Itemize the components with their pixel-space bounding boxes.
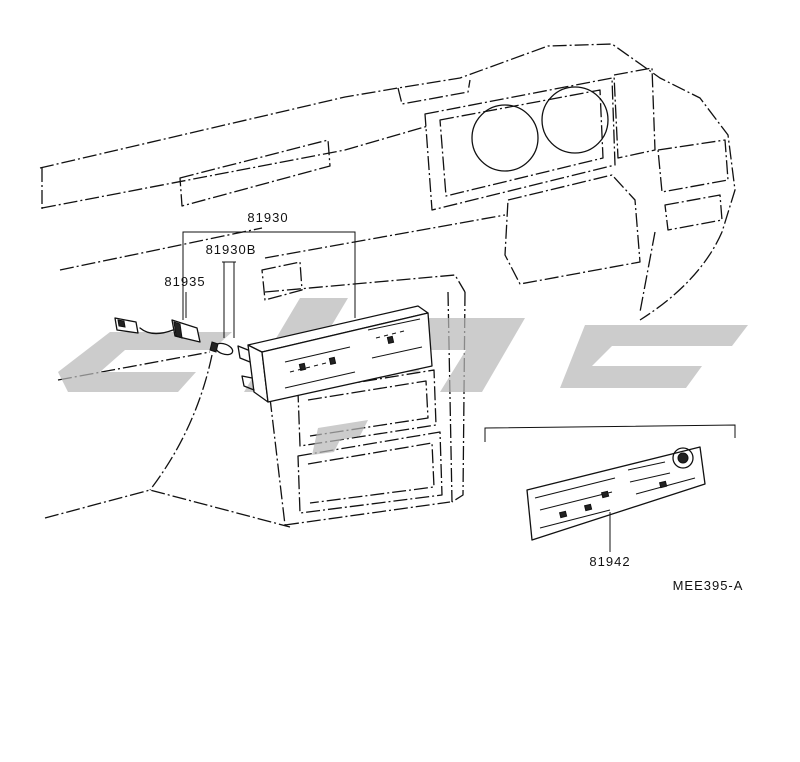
panel-plate-line-2 [539, 491, 613, 511]
center-lower-panel [504, 174, 641, 285]
panel-plate-line-3 [627, 461, 666, 471]
cluster-inner-frame [439, 89, 604, 197]
control-assembly [237, 305, 433, 403]
figure-code: MEE395-A [673, 578, 744, 593]
label-socket: 81935 [164, 274, 205, 289]
control-knob-2 [328, 356, 337, 365]
console-box-lower-inner [307, 442, 435, 504]
dash-hood [397, 79, 471, 105]
console-box-upper [297, 369, 437, 447]
control-mount-tab [237, 345, 251, 363]
socket [114, 317, 201, 343]
control-slider-track-2 [367, 318, 421, 331]
socket-wire [139, 327, 174, 335]
dash-top-edge [39, 43, 736, 233]
panel-plate-symbol-3 [600, 490, 610, 499]
label-panel-plate: 81942 [589, 554, 630, 569]
control-knob-1 [298, 362, 307, 371]
dash-mid-line [59, 227, 263, 271]
dash-bottom-edge [44, 489, 291, 528]
panel-plate [526, 446, 706, 541]
watermark-shape-5 [312, 420, 368, 455]
socket-cap [173, 321, 183, 339]
left-vent [179, 139, 331, 207]
dash-mid-line-2 [264, 214, 506, 259]
cluster-frame [424, 77, 616, 211]
right-vent-lower [664, 194, 723, 231]
wire-connector-tab [117, 319, 126, 328]
label-control-assembly: 81930 [247, 210, 288, 225]
right-vent-upper [613, 67, 656, 159]
control-mount-tab-2 [241, 375, 255, 391]
dash-right-vertical [639, 231, 656, 313]
right-vent-side [657, 139, 729, 193]
panel-plate-line-4 [629, 472, 671, 483]
panel-plate-knob-ring [672, 447, 694, 469]
label-bulb: 81930B [206, 242, 257, 257]
console-bottom [284, 501, 451, 526]
control-knob-3 [386, 335, 395, 344]
dash-right-lower [639, 231, 723, 321]
panel-plate-outline [526, 446, 706, 541]
bracket-81942 [484, 424, 736, 442]
bulb [209, 341, 234, 356]
console-box-upper-inner [307, 380, 429, 437]
leader-lines [182, 231, 736, 552]
control-front-face [261, 312, 433, 403]
watermark-shape-4 [560, 325, 748, 388]
control-slider-track-1 [284, 346, 351, 363]
console-box-lower [297, 431, 443, 514]
control-slider-track-3 [371, 346, 423, 359]
glove-edge [149, 354, 213, 491]
control-marks-1 [289, 362, 327, 373]
panel-plate-line-5 [539, 509, 611, 529]
watermark-shape-1 [58, 332, 232, 392]
gauge-right [541, 86, 609, 154]
bulb-base [209, 341, 219, 353]
control-slider-track-4 [284, 371, 356, 389]
leader-81930b [222, 261, 236, 338]
panel-plate-symbol-4 [658, 480, 668, 489]
console-left [269, 397, 286, 526]
small-vent [261, 261, 303, 301]
panel-plate-symbol-2 [583, 503, 593, 512]
console-top [264, 274, 466, 293]
leader-81930 [182, 231, 356, 320]
dashboard-outline [39, 43, 736, 528]
panel-plate-knob [677, 452, 689, 464]
dash-face-line [41, 125, 429, 209]
part-labels: 81930 81930B 81935 81942 MEE395-A [164, 210, 744, 593]
gauge-left [471, 104, 539, 172]
control-marks-2 [375, 330, 405, 339]
panel-plate-symbol-1 [558, 510, 568, 519]
panel-plate-line-1 [534, 477, 616, 499]
